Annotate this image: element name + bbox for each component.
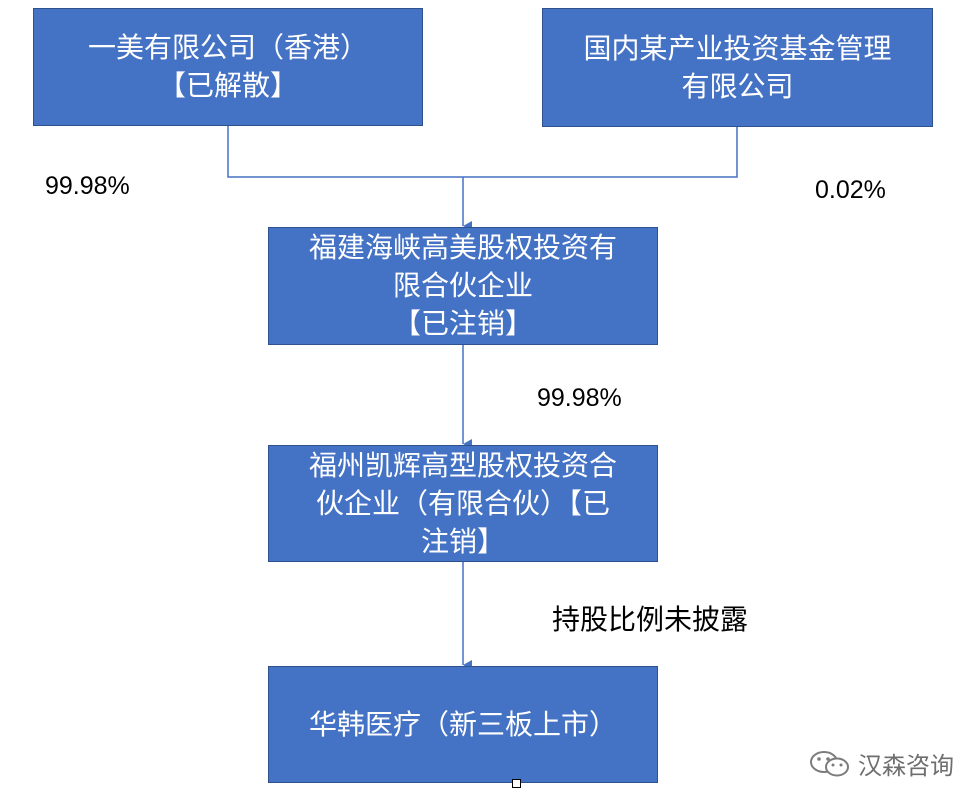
- node-fujian-haixia-line3: 【已注销】: [392, 307, 533, 340]
- node-domestic-fund: 国内某产业投资基金管理 有限公司: [542, 8, 933, 127]
- connector-yimei: [227, 126, 463, 178]
- edge-label-fund-share: 0.02%: [815, 176, 886, 204]
- node-fujian-haixia-line2: 限合伙企业: [392, 269, 533, 302]
- node-yimei-hk-line1: 一美有限公司（香港）: [87, 31, 368, 64]
- node-fuzhou-kaihui-line3: 注销】: [420, 524, 505, 558]
- node-domestic-fund-line1: 国内某产业投资基金管理: [583, 31, 892, 65]
- edge-label-kaihui-share: 持股比例未披露: [552, 603, 749, 636]
- node-fujian-haixia-line1: 福建海峡高美股权投资有: [308, 231, 617, 264]
- node-fuzhou-kaihui: 福州凯辉高型股权投资合 伙企业（有限合伙）【已 注销】: [268, 445, 658, 562]
- edge-label-haixia-share: 99.98%: [537, 384, 622, 412]
- node-huahan: 华韩医疗（新三板上市）: [268, 666, 658, 783]
- edge-label-yimei-share: 99.98%: [45, 172, 130, 200]
- node-yimei-hk-line2: 【已解散】: [157, 69, 298, 102]
- node-huahan-line1: 华韩医疗（新三板上市）: [308, 707, 617, 741]
- node-yimei-hk: 一美有限公司（香港） 【已解散】: [33, 8, 423, 126]
- node-fujian-haixia: 福建海峡高美股权投资有 限合伙企业 【已注销】: [268, 227, 658, 345]
- selection-handle[interactable]: [512, 779, 521, 788]
- connector-fund: [463, 127, 738, 178]
- watermark-text: 汉森咨询: [858, 752, 954, 780]
- node-fuzhou-kaihui-line2: 伙企业（有限合伙）【已: [315, 486, 610, 520]
- wechat-icon: [810, 750, 849, 776]
- node-fuzhou-kaihui-line1: 福州凯辉高型股权投资合: [308, 448, 617, 482]
- node-domestic-fund-line2: 有限公司: [681, 69, 794, 103]
- watermark: 汉森咨询: [808, 746, 954, 781]
